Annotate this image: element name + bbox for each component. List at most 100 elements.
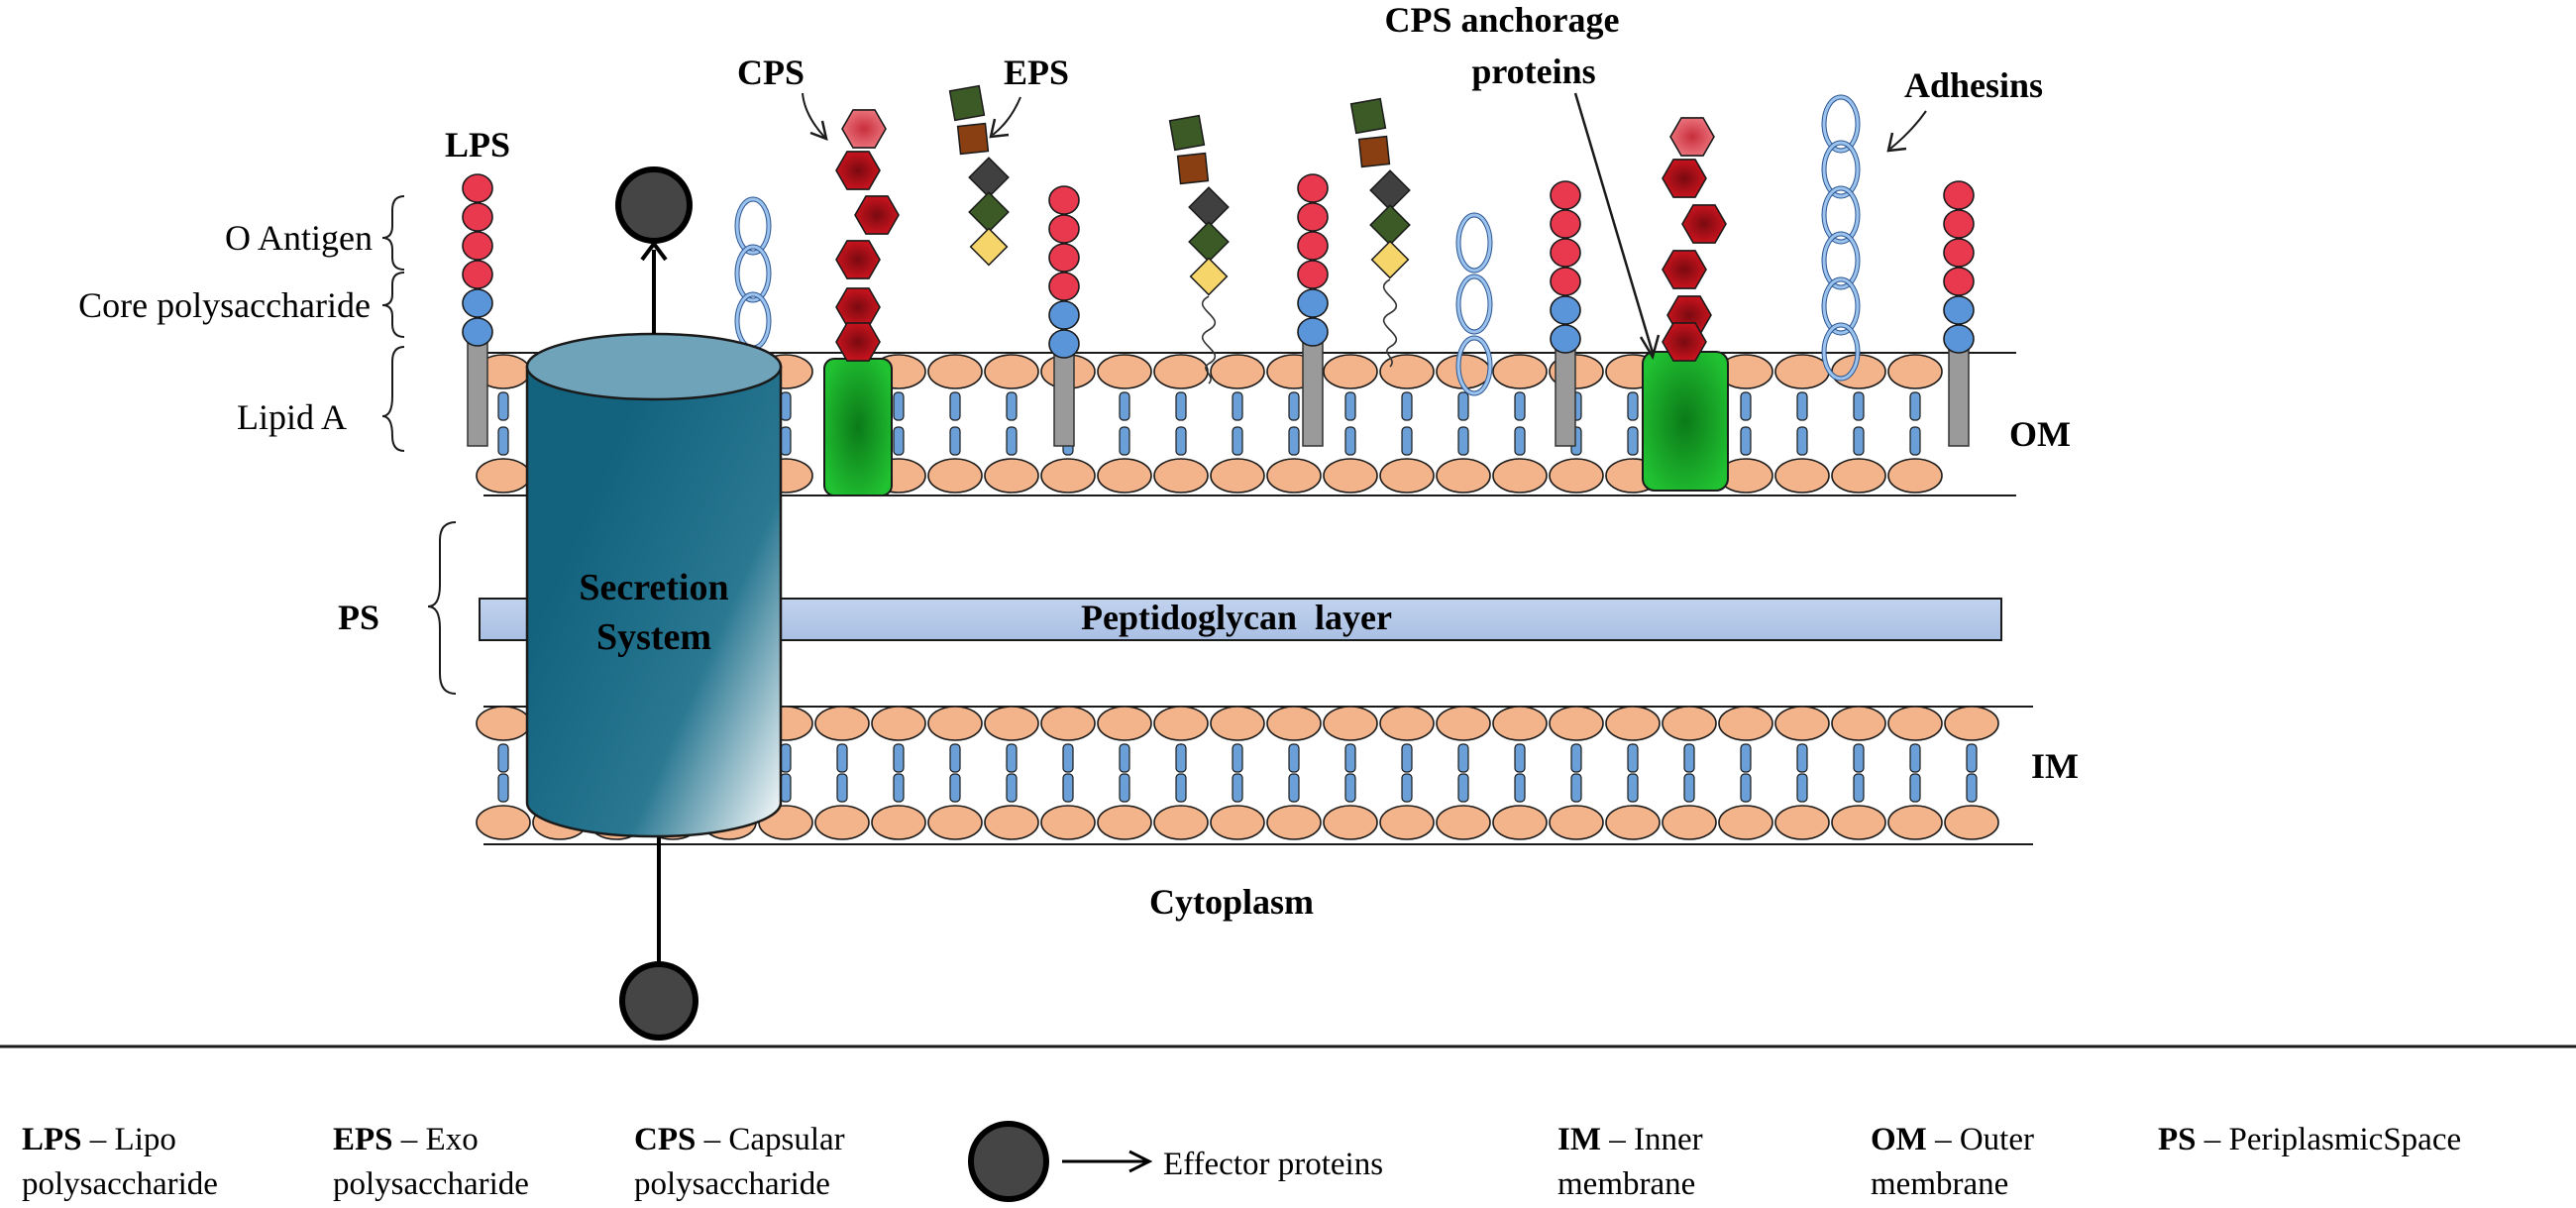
eps-sugar-square — [1176, 152, 1210, 185]
lipid-head — [1266, 706, 1322, 741]
lipid-head — [927, 706, 983, 741]
lipid-tail — [1627, 426, 1639, 456]
core-sugar — [1550, 295, 1581, 325]
lipid-tail — [1683, 773, 1695, 803]
lipid-head — [476, 706, 531, 741]
lipid-tail — [1514, 743, 1526, 773]
lipid-tail — [1344, 391, 1356, 421]
adhesin — [734, 196, 772, 351]
adhesin-ring-highlight — [1456, 275, 1492, 334]
lipid-tail — [1062, 773, 1074, 803]
lipid-head — [1210, 706, 1265, 741]
lipid-head — [1831, 458, 1886, 494]
lps-label: LPS — [445, 125, 510, 165]
lipid-tail — [1909, 773, 1921, 803]
lipid-head — [1662, 805, 1717, 840]
lipid-head — [1153, 805, 1209, 840]
lipid-tail — [1119, 743, 1130, 773]
lipid-head — [1210, 805, 1265, 840]
lipid-head — [1887, 458, 1943, 494]
secretion-system-label-line1: Secretion — [579, 567, 728, 608]
eps-sugar-diamond — [1188, 221, 1230, 263]
lipid-head — [1379, 706, 1435, 741]
eps-sugar-square — [948, 84, 986, 122]
cps-label: CPS — [737, 53, 805, 92]
lipid-head — [814, 805, 870, 840]
lipid-head — [1097, 354, 1152, 389]
lipid-head — [1436, 706, 1491, 741]
lipid-a-anchor — [467, 341, 488, 447]
legend-om: OM – Outer — [1871, 1122, 2034, 1157]
lipid-head — [1379, 805, 1435, 840]
lipid-tail — [1853, 426, 1865, 456]
legend-cps-line2: polysaccharide — [634, 1166, 830, 1202]
lipid-tail — [1966, 743, 1978, 773]
lipid-head — [1492, 354, 1548, 389]
capsule-sugar-hexagon — [835, 151, 881, 190]
adhesin-ring-highlight — [1456, 336, 1492, 395]
lipid-tail — [1457, 743, 1469, 773]
lps-molecule — [1943, 180, 1975, 447]
eps-sugar-square — [1357, 135, 1391, 168]
o-antigen-sugar — [1943, 209, 1975, 239]
capsule-sugar-hexagon — [1662, 159, 1707, 198]
lipid-tail — [949, 743, 961, 773]
core-sugar — [1550, 324, 1581, 354]
eps-chains — [948, 84, 1411, 384]
lipid-head — [1774, 354, 1830, 389]
lipid-head — [1492, 805, 1548, 840]
lipid-head — [1492, 458, 1548, 494]
lipid-tail — [1796, 773, 1808, 803]
lipid-tail — [1683, 743, 1695, 773]
eps-sugar-diamond — [1188, 186, 1230, 228]
lipid-tail — [1232, 426, 1243, 456]
cps-anchorage-protein — [823, 358, 893, 496]
lipid-head — [984, 458, 1039, 494]
lipid-head — [1944, 706, 1999, 741]
legend-effector-label: Effector proteins — [1163, 1147, 1383, 1182]
lipid-tail — [1232, 773, 1243, 803]
lipid-tail — [1344, 773, 1356, 803]
lipid-tail — [1232, 743, 1243, 773]
eps-sugar-square — [1168, 114, 1206, 152]
lipid-head — [1774, 458, 1830, 494]
lipid-head — [1887, 354, 1943, 389]
o-antigen-sugar — [1550, 267, 1581, 296]
eps-arrow — [989, 96, 1021, 139]
lipid-tail — [1288, 391, 1300, 421]
cps-chain — [1662, 117, 1727, 362]
lipid-tail — [1853, 391, 1865, 421]
core-sugar — [462, 317, 493, 347]
o-antigen-sugar — [1297, 173, 1329, 203]
lps-molecules — [462, 173, 1975, 447]
lipid-head — [1944, 805, 1999, 840]
adhesin-ring-highlight — [1822, 95, 1860, 153]
lipid-tail — [1175, 773, 1187, 803]
lipid-tail — [1627, 743, 1639, 773]
lipid-head — [984, 805, 1039, 840]
o-antigen-sugar — [462, 231, 493, 261]
lipid-tail — [1288, 773, 1300, 803]
lipid-head — [1040, 805, 1096, 840]
lipid-head — [984, 354, 1039, 389]
effector-protein-bottom — [619, 837, 698, 1041]
legend-eps: EPS – Exo — [333, 1122, 479, 1157]
lipid-tail — [1796, 391, 1808, 421]
lipid-head — [1718, 706, 1773, 741]
legend-im: IM – Inner — [1557, 1122, 1703, 1157]
legend-im-line2: membrane — [1557, 1166, 1695, 1202]
lipid-tail — [1570, 773, 1582, 803]
outer-membrane-lipid-tails — [497, 391, 1921, 456]
lipid-tail — [836, 773, 848, 803]
lipid-tail — [1853, 773, 1865, 803]
o-antigen-sugar — [1048, 243, 1080, 273]
effector-protein-icon — [615, 166, 693, 244]
lipid-head — [1774, 805, 1830, 840]
core-sugar — [1297, 317, 1329, 347]
adhesin-ring-highlight — [1822, 232, 1860, 289]
lipid-tail — [1344, 743, 1356, 773]
core-sugar — [1048, 300, 1080, 330]
ps-label: PS — [338, 598, 379, 637]
cytoplasm-label: Cytoplasm — [1149, 882, 1314, 922]
lipid-tail — [780, 391, 792, 421]
